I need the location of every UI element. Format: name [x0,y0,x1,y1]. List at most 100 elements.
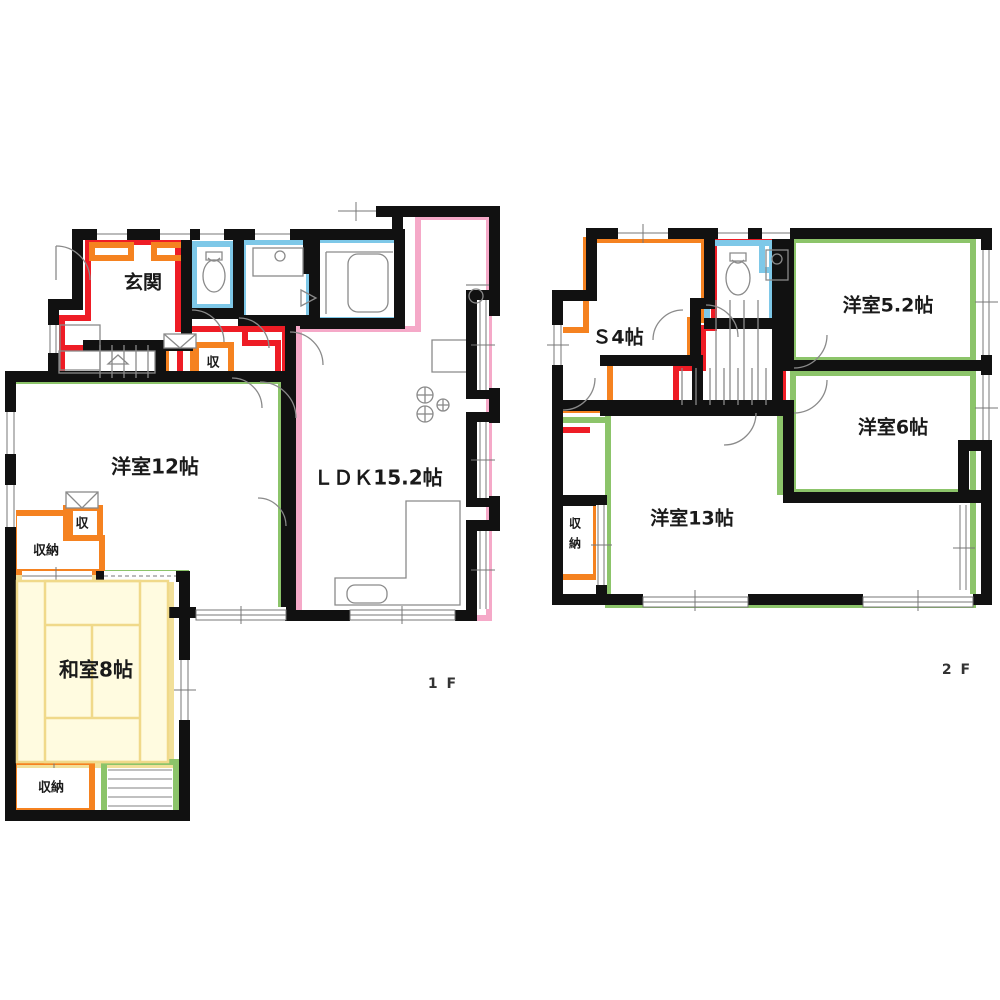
window-2f-top-toilet [718,228,748,239]
wall-left-jog [48,299,83,310]
wall-2f-s4-bot-a [690,298,715,309]
window-2f-right-a [975,250,998,355]
wall-washroom-bottom [238,315,314,326]
wall-2f-stairwall [772,290,783,410]
wall-toilet-right [233,229,244,319]
washbasin-1f-icon [252,247,304,277]
room-label-shunou-b: 収納 [38,780,64,796]
wall-left-jog2 [5,371,60,382]
wall-2f-bottom [552,594,992,605]
wall-2f-6-left [783,400,794,500]
floor-2f-group: Ｓ4帖 洋室5.2帖 洋室6帖 洋室13帖 収 納 2 F [547,224,998,678]
wall-ldk-right-jog5 [466,520,500,531]
wall-2f-store-top [552,495,602,506]
wall-2f-left-jog2 [552,400,600,411]
wall-ldk-left-mid [285,380,296,620]
window-2f-bottom-a [642,590,749,611]
wall-2f-s4-bot-b [690,298,701,358]
window-2f-bottom-b [862,590,974,611]
kitchen-sink-icon [334,500,461,606]
wall-left-main [5,371,16,581]
room-label-genkan: 玄関 [124,271,162,294]
wall-2f-13-top [600,405,790,416]
wall-ldk-left-upper [285,318,296,380]
wall-ldk-right-b [466,290,477,395]
wall-hall-bottom [59,371,292,382]
window-top-toilet [200,229,224,240]
window-top-genkan-b [160,229,190,240]
door-closet-hall [231,377,263,409]
tatami-washitsu [15,579,170,764]
door-hall-ldk [289,331,324,366]
closet-doorhead-b [163,333,197,349]
washbasin-2f-icon [765,249,789,281]
wall-top-bath-link [392,206,403,240]
washroom-door-icon [300,288,318,308]
wall-2f-hroom-sep [783,228,794,368]
window-top-genkan-a [97,229,127,240]
room-label-shu-hall: 収 [206,356,220,371]
window-bottom-ldk [349,606,456,624]
window-right-ldk-a [471,300,495,390]
window-left-b [5,485,16,527]
window-right-ldk-c [471,531,495,609]
wall-2f-right-jog [958,440,992,451]
wall-left-lower [5,571,16,821]
window-washitsu-top-b [104,571,176,582]
wall-ldk-right-jog4 [466,496,500,507]
doors-1f [55,245,324,527]
wall-2f-left-a [586,228,597,301]
wall-bath-bottom [300,318,405,329]
fixtures-2f [681,249,789,405]
toilet-1f-icon [202,251,226,293]
gas-stove-icon [416,386,450,423]
room-label-shunou-2f-1: 収 [569,517,582,531]
wall-ldk-right-jog2 [466,388,500,399]
wall-toilet-bottom [181,308,244,319]
wall-left-genkan [72,229,83,299]
wall-hall-sep [155,340,166,380]
wall-bottom-1f [5,810,190,821]
wall-2f-s4-bot-e [600,355,700,366]
window-2f-left-a [547,325,569,365]
room-label-shunou-a: 収納 [33,543,59,559]
veranda-1f-icon [108,769,172,807]
room-label-yoshitsu12: 洋室12帖 [111,455,199,479]
room-label-shunou-2f-2: 納 [569,536,581,551]
window-2f-top-basin [762,228,790,239]
room-label-ldk: ＬＤＫ15.2帖 [313,466,442,490]
stairs-1f-icon [58,324,156,378]
wall-genkan-right [181,229,192,351]
wall-2f-52-bottom [783,360,983,371]
closet-fold-a [65,491,99,509]
accent-genkan-shoe-a [89,242,134,261]
wall-ldk-right-e [489,496,500,526]
window-2f-right-b [975,375,998,440]
floor-label-2f: 2 F [942,662,972,678]
door-yoshitsu12 [257,497,287,527]
door-genkan-entry [55,245,91,281]
door-2f-52 [793,334,828,369]
bathtub-1f-icon [325,251,393,314]
door-yoshitsu12-top [259,381,297,419]
wall-ldk-right-c [489,388,500,418]
door-2f-s4 [652,309,684,341]
wall-2f-right-b [958,440,969,500]
door-2f-13 [723,412,757,446]
room-label-yoshitsu13: 洋室13帖 [650,507,733,530]
room-label-yoshitsu6: 洋室6帖 [858,416,928,439]
windows-2f [547,224,998,611]
wall-top-genkan [72,229,392,240]
room-label-yoshitsu52: 洋室5.2帖 [843,294,934,317]
floor-label-1f: 1 F [428,676,458,692]
window-left-a [5,412,16,454]
wall-2f-s4-right [704,228,715,301]
door-toilet [191,309,225,343]
door-2f-6 [793,379,828,414]
window-2f-right-c [953,505,975,590]
room-label-shu-small: 収 [75,517,89,532]
wall-2f-s4-bot-d [692,355,703,410]
wall-2f-left-jog [552,290,597,301]
fixtures-1f [58,247,489,807]
